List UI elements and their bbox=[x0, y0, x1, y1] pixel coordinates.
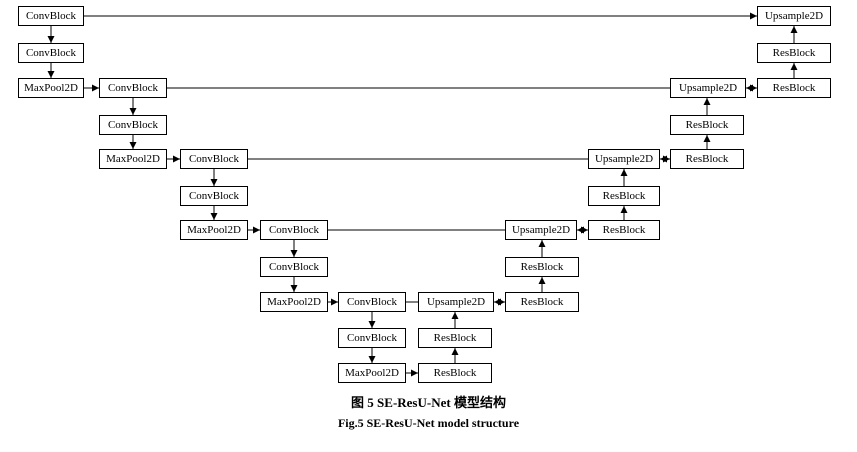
node-convblock-e2: ConvBlock bbox=[18, 43, 84, 63]
node-convblock-e8: ConvBlock bbox=[260, 257, 328, 277]
node-upsample2d-u3: Upsample2D bbox=[505, 220, 577, 240]
node-resblock-b1: ResBlock bbox=[418, 363, 492, 383]
node-convblock-e3: ConvBlock bbox=[99, 78, 167, 98]
node-maxpool2d-p1: MaxPool2D bbox=[18, 78, 84, 98]
node-resblock-b2: ResBlock bbox=[418, 328, 492, 348]
figure-caption-chinese: 图 5 SE-ResU-Net 模型结构 bbox=[351, 395, 506, 410]
node-resblock-r4: ResBlock bbox=[505, 292, 579, 312]
node-convblock-e6: ConvBlock bbox=[180, 186, 248, 206]
node-convblock-e1: ConvBlock bbox=[18, 6, 84, 26]
node-convblock-e10: ConvBlock bbox=[338, 328, 406, 348]
node-resblock-r2: ResBlock bbox=[670, 149, 744, 169]
node-maxpool2d-p4: MaxPool2D bbox=[260, 292, 328, 312]
node-upsample2d-u1: Upsample2D bbox=[670, 78, 746, 98]
node-resblock-r1: ResBlock bbox=[757, 78, 831, 98]
node-convblock-e7: ConvBlock bbox=[260, 220, 328, 240]
node-resblock-r3b: ResBlock bbox=[588, 186, 660, 206]
node-resblock-r4b: ResBlock bbox=[505, 257, 579, 277]
node-maxpool2d-p5: MaxPool2D bbox=[338, 363, 406, 383]
node-convblock-e4: ConvBlock bbox=[99, 115, 167, 135]
node-convblock-e5: ConvBlock bbox=[180, 149, 248, 169]
node-resblock-r1b: ResBlock bbox=[757, 43, 831, 63]
node-resblock-r2b: ResBlock bbox=[670, 115, 744, 135]
node-resblock-r3: ResBlock bbox=[588, 220, 660, 240]
node-maxpool2d-p3: MaxPool2D bbox=[180, 220, 248, 240]
diagram-connectors bbox=[47, 12, 798, 377]
node-upsample2d-u0: Upsample2D bbox=[757, 6, 831, 26]
node-convblock-e9: ConvBlock bbox=[338, 292, 406, 312]
figure-caption-english: Fig.5 SE-ResU-Net model structure bbox=[337, 416, 520, 430]
node-maxpool2d-p2: MaxPool2D bbox=[99, 149, 167, 169]
node-upsample2d-u4: Upsample2D bbox=[418, 292, 494, 312]
node-upsample2d-u2: Upsample2D bbox=[588, 149, 660, 169]
